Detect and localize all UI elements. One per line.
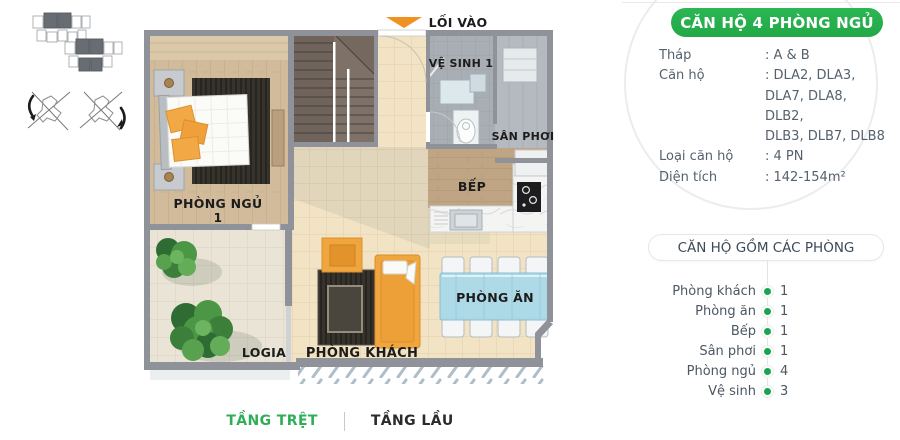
green-dot-icon — [764, 308, 771, 315]
drying-yard-label: SÂN PHƠI — [492, 130, 555, 143]
room-row-count: 3 — [780, 384, 789, 399]
top-divider-line — [622, 2, 900, 3]
room-row-label: Sân phơi — [699, 344, 756, 359]
loggia-label: LOGIA — [242, 345, 286, 360]
rooms-panel: CĂN HỘ GỒM CÁC PHÒNG Phòng khách 1 Phòng… — [648, 234, 888, 399]
bathroom-label: VỆ SINH 1 — [429, 57, 493, 70]
room-bathroom — [428, 36, 495, 148]
bedroom-number: 1 — [214, 211, 223, 225]
spec-value: : DLA2, DLA3, DLA7, DLA8, DLB2, DLB3, DL… — [765, 68, 885, 145]
spec-label: Loại căn hộ — [659, 149, 734, 165]
room-row-phong-an: Phòng ăn 1 — [648, 304, 888, 319]
tab-divider — [343, 411, 345, 431]
site-plan-diagram — [32, 12, 123, 72]
floor-tabs: TẦNG TRỆT TẦNG LẦU — [140, 410, 540, 432]
room-row-count: 4 — [780, 364, 789, 379]
bedroom-label: PHÒNG NGỦ — [174, 195, 263, 211]
apartment-title-badge: CĂN HỘ 4 PHÒNG NGỦ — [671, 8, 883, 37]
room-row-count: 1 — [780, 304, 789, 319]
orientation-diagram — [27, 91, 126, 131]
staircase — [292, 33, 377, 146]
green-dot-icon — [764, 368, 771, 375]
room-row-bep: Bếp 1 — [648, 324, 888, 339]
spec-value: : A & B — [765, 48, 810, 63]
room-row-phong-khach: Phòng khách 1 — [648, 284, 888, 299]
green-dot-icon — [764, 388, 771, 395]
tree-bottom — [170, 300, 233, 361]
spec-row-loai-can-ho: Loại căn hộ : 4 PN — [659, 147, 887, 167]
green-dot-icon — [764, 288, 771, 295]
spec-label: Tháp — [659, 48, 692, 63]
room-row-count: 1 — [780, 284, 789, 299]
room-row-count: 1 — [780, 324, 789, 339]
room-drying-yard — [495, 36, 551, 162]
room-dining — [439, 256, 551, 338]
room-row-count: 1 — [780, 344, 789, 359]
room-bedroom — [148, 34, 290, 226]
walls — [144, 29, 553, 370]
dining-label: PHÒNG ĂN — [456, 290, 534, 305]
spec-value: : 4 PN — [765, 149, 804, 165]
spec-list: Tháp : A & B Căn hộ : DLA2, DLA3, DLA7, … — [655, 46, 887, 188]
spec-row-thap: Tháp : A & B — [659, 46, 887, 66]
spec-row-dien-tich: Diện tích : 142-154m² — [659, 168, 887, 188]
connector-line — [767, 261, 768, 394]
room-row-label: Phòng khách — [672, 284, 756, 299]
room-kitchen — [428, 148, 552, 233]
entrance-arrow-icon — [386, 17, 422, 28]
tab-tang-lau[interactable]: TẦNG LẦU — [370, 413, 454, 429]
entrance-label: LỐI VÀO — [429, 14, 488, 30]
living-label: PHÒNG KHÁCH — [306, 345, 418, 361]
room-row-label: Phòng ăn — [695, 304, 756, 319]
spec-label: Diện tích — [659, 169, 718, 185]
room-row-label: Vệ sinh — [708, 384, 756, 399]
info-panel: CĂN HỘ 4 PHÒNG NGỦ Tháp : A & B Căn hộ :… — [655, 8, 887, 188]
spec-row-can-ho: Căn hộ : DLA2, DLA3, DLA7, DLA8, DLB2, D… — [659, 66, 887, 147]
spec-label: Căn hộ — [659, 68, 705, 84]
balcony-shadow — [150, 366, 544, 384]
room-row-label: Phòng ngủ — [686, 364, 756, 379]
tab-tang-tret[interactable]: TẦNG TRỆT — [226, 413, 318, 429]
green-dot-icon — [764, 328, 771, 335]
kitchen-label: BẾP — [458, 178, 486, 194]
tree-top — [156, 238, 197, 278]
mini-diagrams — [27, 12, 126, 131]
room-row-label: Bếp — [730, 324, 756, 339]
room-living — [317, 237, 421, 349]
spec-value: : 142-154m² — [765, 169, 846, 185]
room-rows: Phòng khách 1 Phòng ăn 1 Bếp 1 Sân phơi … — [648, 284, 888, 399]
green-dot-icon — [764, 348, 771, 355]
rooms-panel-title: CĂN HỘ GỒM CÁC PHÒNG — [648, 234, 884, 261]
room-row-san-phoi: Sân phơi 1 — [648, 344, 888, 359]
room-row-phong-ngu: Phòng ngủ 4 — [648, 364, 888, 379]
room-row-ve-sinh: Vệ sinh 3 — [648, 384, 888, 399]
room-labels: PHÒNG NGỦ 1 VỆ SINH 1 SÂN PHƠI BẾP PHÒNG… — [174, 57, 555, 361]
floor-plan: LỐI VÀO PHÒNG NGỦ 1 VỆ SINH 1 SÂN PHƠI B… — [144, 14, 555, 384]
entrance-marker: LỐI VÀO — [386, 14, 487, 30]
